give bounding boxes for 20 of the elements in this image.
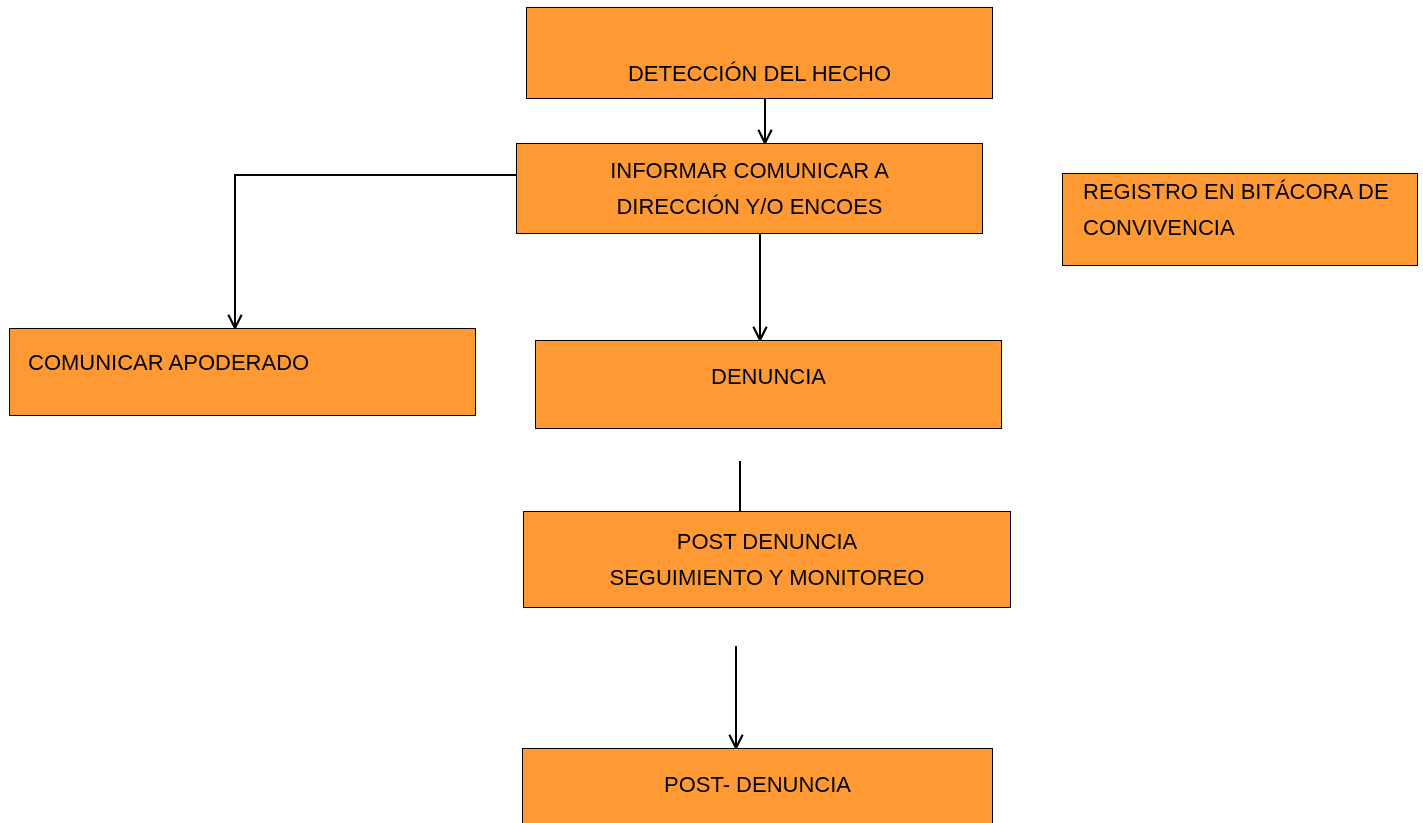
arrow (752, 233, 768, 342)
process-box (526, 7, 993, 99)
arrow (728, 645, 744, 750)
process-box (522, 748, 993, 823)
box-label: INFORMAR COMUNICAR A DIRECCIÓN Y/O ENCOES (609, 156, 890, 221)
process-box (1062, 173, 1418, 266)
connector-line (739, 460, 741, 512)
arrow (227, 174, 517, 330)
process-box (9, 328, 476, 416)
box-label: DENUNCIA (711, 363, 826, 391)
box-label: COMUNICAR APODERADO (28, 349, 310, 377)
process-box (516, 143, 983, 234)
box-label: POST- DENUNCIA (664, 771, 851, 799)
box-label: DETECCIÓN DEL HECHO (627, 60, 892, 88)
box-label: POST DENUNCIA (676, 527, 858, 556)
process-box (535, 340, 1002, 429)
arrow (757, 98, 773, 145)
box-label: REGISTRO EN BITÁCORA DE CONVIVENCIA (1083, 178, 1390, 242)
process-box (523, 511, 1011, 608)
box-label: SEGUIMIENTO Y MONITOREO (609, 563, 925, 592)
